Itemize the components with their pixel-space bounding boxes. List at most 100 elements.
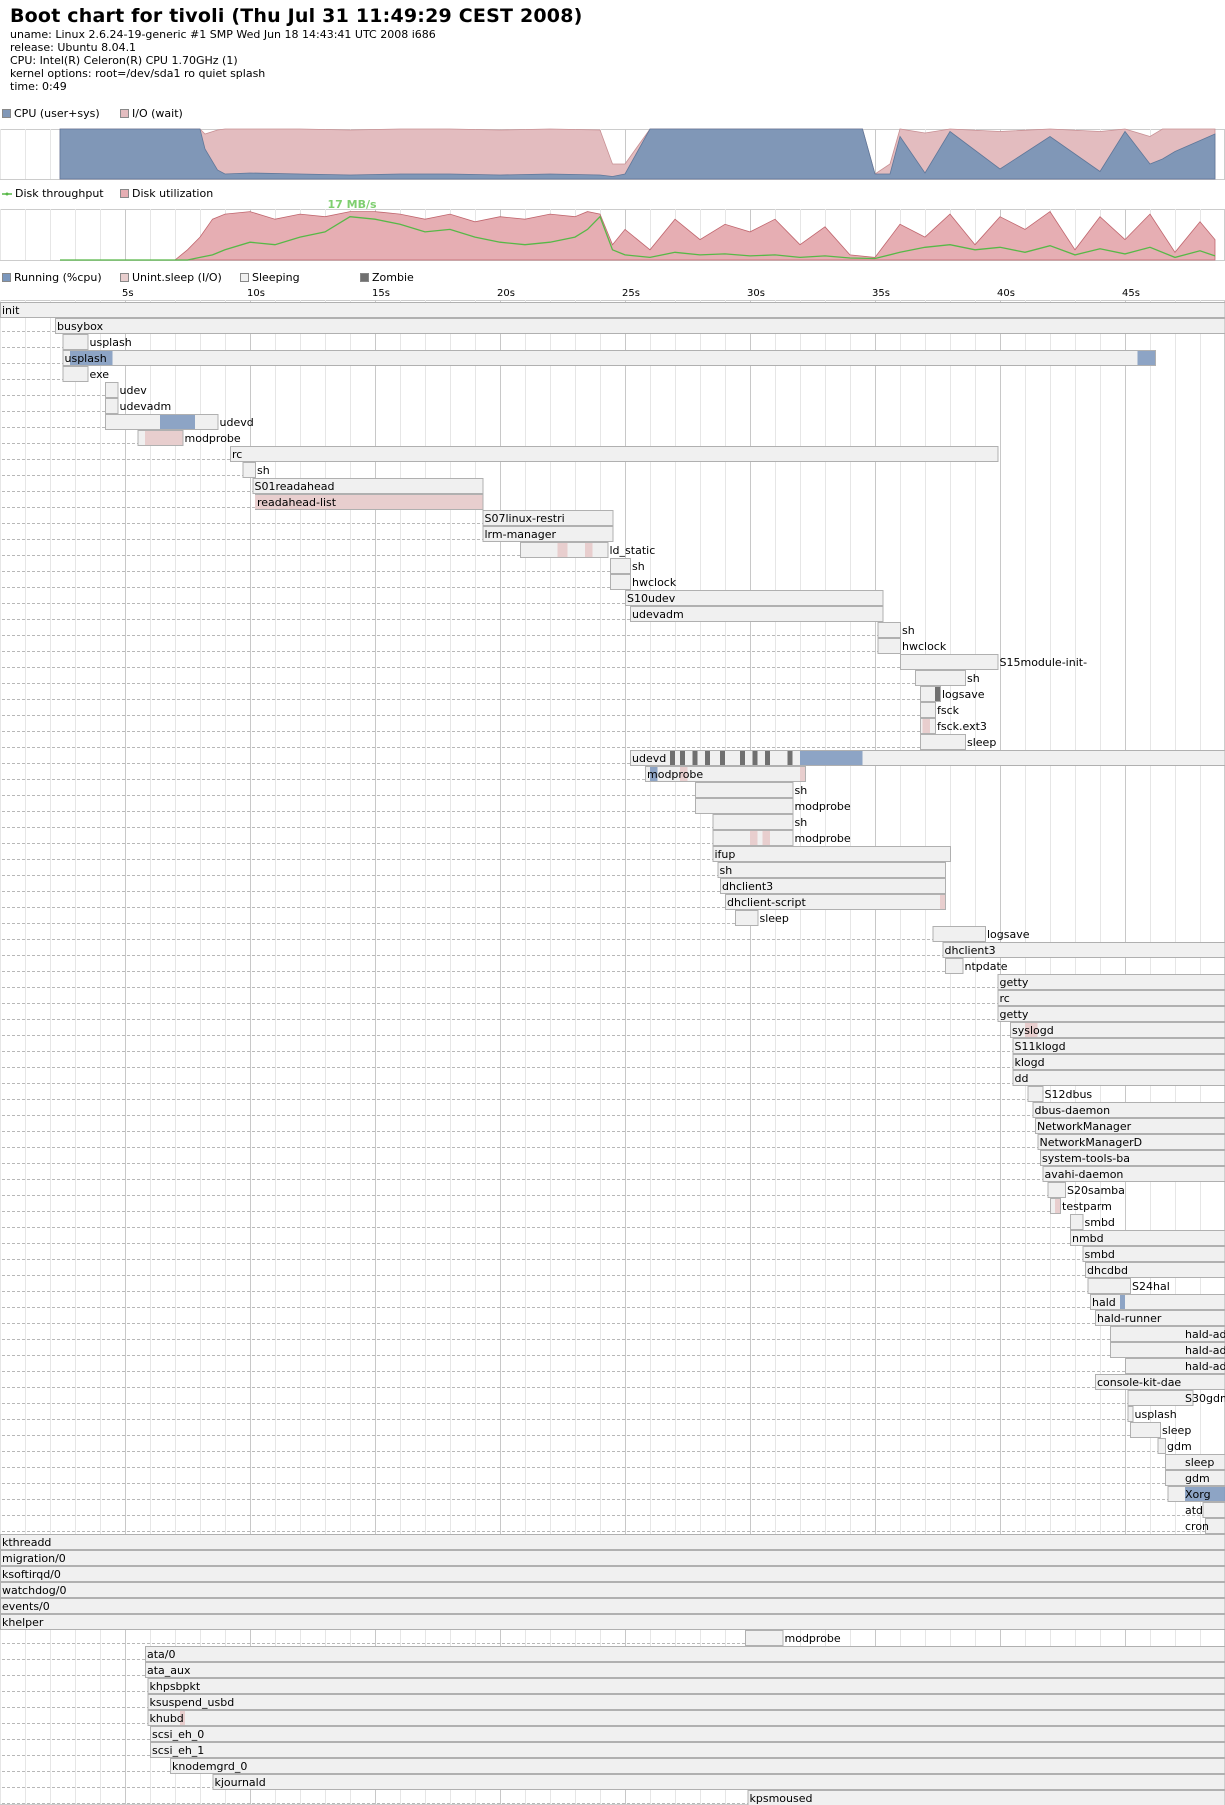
process-row: kjournald (2, 1774, 1225, 1790)
process-row: kthreadd (0, 1534, 1225, 1550)
process-bar (1042, 1166, 1225, 1182)
process-name-label: console-kit-dae (1097, 1376, 1181, 1389)
process-row: atd (2, 1502, 1225, 1518)
process-row: ksoftirqd/0 (0, 1566, 1225, 1582)
process-io-sleep-segment (922, 719, 930, 733)
process-name-label: nmbd (1072, 1232, 1104, 1245)
uname-line: uname: Linux 2.6.24-19-generic #1 SMP We… (10, 28, 436, 41)
process-bar (150, 1726, 1225, 1742)
process-bar (747, 1790, 1225, 1805)
process-row: watchdog/0 (0, 1582, 1225, 1598)
process-bar (932, 926, 986, 942)
process-name-label: getty (1000, 976, 1029, 989)
process-name-label: modprobe (647, 768, 703, 781)
process-name-label: sh (967, 672, 980, 685)
process-name-label: sleep (1185, 1456, 1214, 1469)
process-bar (877, 622, 901, 638)
process-name-label: logsave (942, 688, 985, 701)
process-bar (1070, 1230, 1225, 1246)
process-bar (725, 894, 946, 910)
process-row: hald-runner (2, 1310, 1225, 1326)
process-zombie-segment (705, 751, 710, 765)
process-name-label: modprobe (795, 832, 851, 845)
process-name-label: sh (795, 816, 808, 829)
process-bar (920, 702, 936, 718)
time-tick-label: 35s (872, 288, 890, 299)
process-row: getty (2, 1006, 1225, 1022)
process-name-label: khelper (2, 1616, 44, 1629)
process-name-label: init (2, 304, 20, 317)
process-row: usplash (2, 350, 1156, 366)
process-row: hwclock (2, 638, 947, 654)
process-name-label: hald-addon-inpu (1185, 1344, 1225, 1357)
process-row: avahi-daemon (2, 1166, 1225, 1182)
process-row: ata_aux (2, 1662, 1225, 1678)
process-row: ld_static (2, 542, 656, 558)
process-bar (717, 862, 946, 878)
process-bar (0, 1598, 1225, 1614)
process-name-label: udevd (220, 416, 254, 429)
process-row: udev (2, 382, 147, 398)
time-tick-label: 40s (997, 288, 1015, 299)
process-name-label: lrm-manager (485, 528, 557, 541)
process-name-label: testparm (1062, 1200, 1112, 1213)
process-row: events/0 (0, 1598, 1225, 1614)
process-io-sleep-segment (180, 1711, 185, 1725)
process-bar (942, 942, 1225, 958)
process-row: dd (2, 1070, 1225, 1086)
process-row: modprobe (2, 798, 851, 814)
process-name-label: gdm (1185, 1472, 1210, 1485)
process-bar (920, 734, 966, 750)
process-name-label: ata/0 (147, 1648, 176, 1661)
process-io-sleep-segment (800, 767, 805, 781)
process-row: smbd (2, 1246, 1225, 1262)
legend-throughput-swatch (2, 189, 12, 198)
process-row: fsck (2, 702, 960, 718)
process-row: usplash (2, 1406, 1177, 1422)
process-bar (997, 1006, 1225, 1022)
process-bar (1127, 1406, 1134, 1422)
process-row: khubd (2, 1710, 1225, 1726)
time-tick-label: 45s (1122, 288, 1140, 299)
process-row: sh (2, 462, 270, 478)
process-bar (1070, 1214, 1084, 1230)
process-name-label: klogd (1015, 1056, 1045, 1069)
process-name-label: ata_aux (147, 1664, 191, 1677)
process-bar (170, 1758, 1225, 1774)
process-bar (1095, 1310, 1225, 1326)
process-bar (1165, 1470, 1225, 1486)
process-row: readahead-list (2, 494, 484, 510)
process-row: migration/0 (0, 1550, 1225, 1566)
process-row: klogd (2, 1054, 1225, 1070)
process-name-label: sh (257, 464, 270, 477)
process-bar (62, 334, 89, 350)
process-bar (1040, 1150, 1225, 1166)
process-row: modprobe (2, 766, 806, 782)
process-row: S30gdm (2, 1390, 1225, 1406)
process-row: getty (2, 974, 1225, 990)
process-row: dhcdbd (2, 1262, 1225, 1278)
process-bar (1082, 1246, 1225, 1262)
process-name-label: rc (1000, 992, 1010, 1005)
process-io-sleep-segment (145, 431, 183, 445)
process-row: usplash (2, 334, 132, 350)
process-bar (1205, 1518, 1225, 1534)
process-name-label: system-tools-ba (1042, 1152, 1130, 1165)
time-tick-label: 20s (497, 288, 515, 299)
process-bar (1027, 1086, 1044, 1102)
process-row: modprobe (2, 430, 241, 446)
process-bar (610, 558, 631, 574)
process-bar (1157, 1438, 1166, 1454)
legend-running: Running (%cpu) (2, 271, 102, 284)
process-row: udevadm (2, 398, 171, 414)
process-bar (1012, 1038, 1225, 1054)
process-row: udevd (2, 750, 1225, 766)
process-name-label: smbd (1085, 1248, 1115, 1261)
process-name-label: sh (902, 624, 915, 637)
process-bar (0, 1534, 1225, 1550)
process-row: sleep (2, 1454, 1225, 1470)
process-name-label: ld_static (610, 544, 656, 557)
legend-unint-sleep: Unint.sleep (I/O) (120, 271, 222, 284)
process-bar (1087, 1278, 1131, 1294)
process-name-label: modprobe (185, 432, 241, 445)
